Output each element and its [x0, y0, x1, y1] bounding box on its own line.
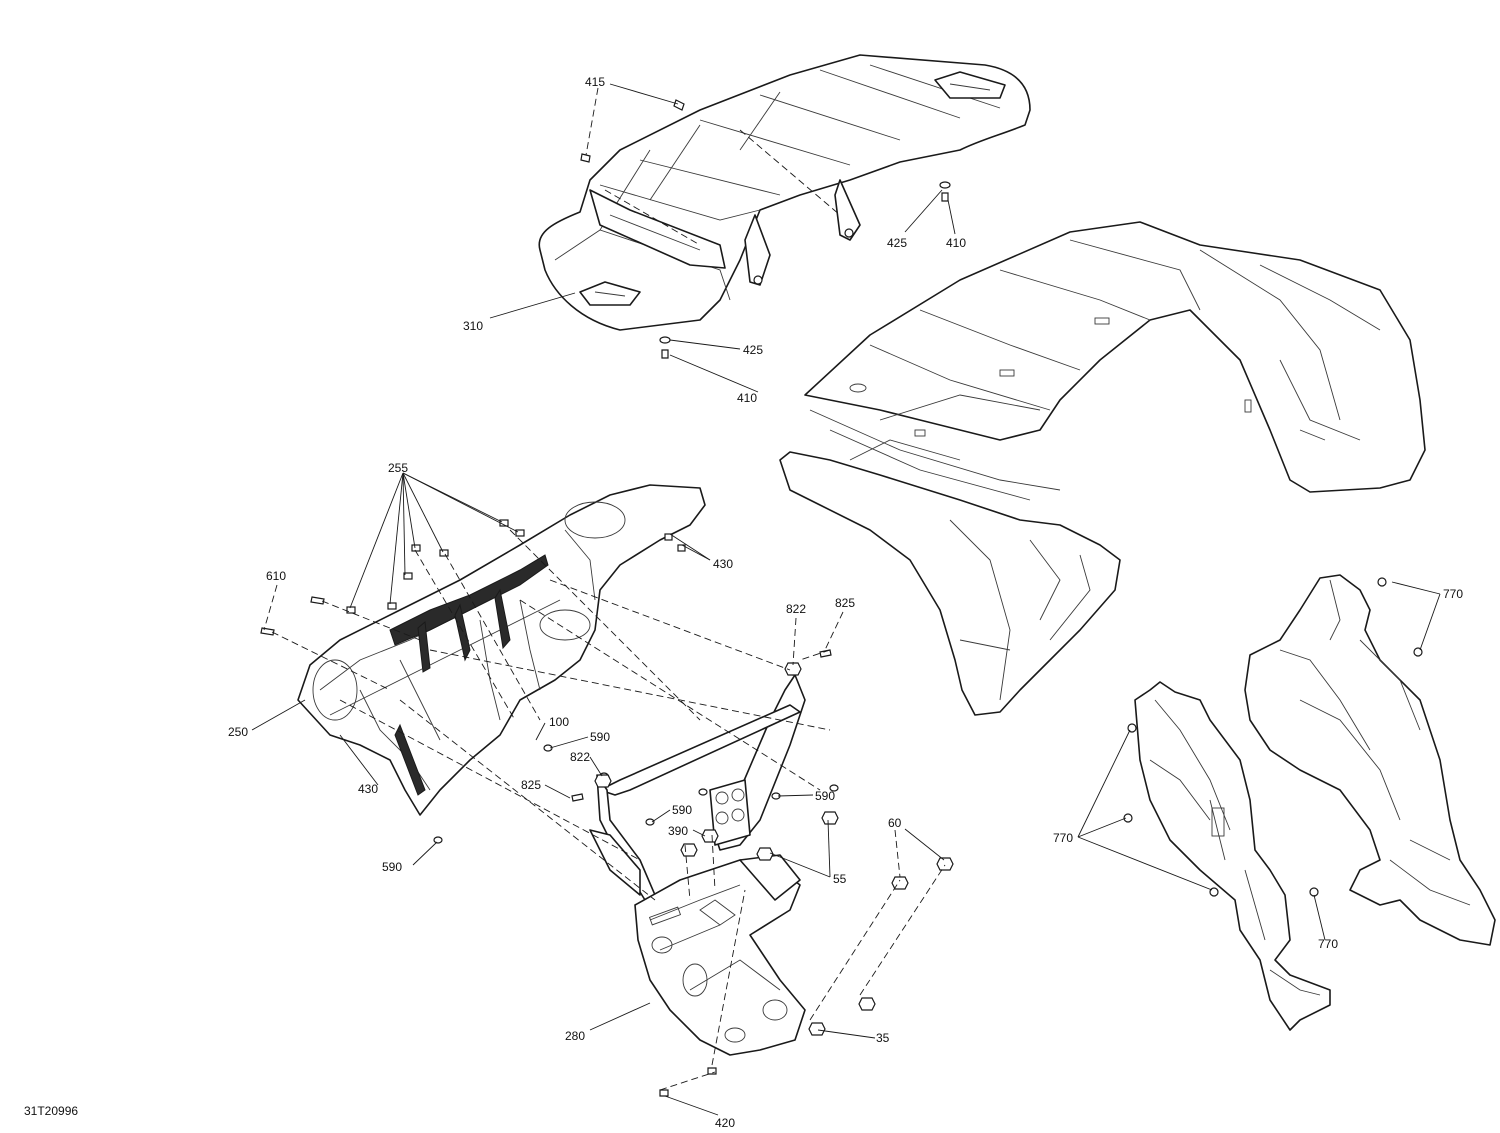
callout-825-lower: 825	[521, 778, 541, 792]
callout-280: 280	[565, 1029, 585, 1043]
callout-825: 825	[835, 596, 855, 610]
figure-id: 31T20996	[24, 1104, 78, 1118]
callout-55: 55	[833, 872, 847, 886]
callout-425-lower: 425	[743, 343, 763, 357]
callout-425: 425	[887, 236, 907, 250]
callout-255: 255	[388, 461, 408, 475]
callout-60: 60	[888, 816, 902, 830]
callout-590-bottom: 590	[382, 860, 402, 874]
callout-430-lower: 430	[358, 782, 378, 796]
skid-plate	[634, 854, 806, 1056]
rear-bumper-assembly	[297, 484, 706, 816]
callout-310: 310	[463, 319, 483, 333]
callout-250: 250	[228, 725, 248, 739]
callout-590: 590	[590, 730, 610, 744]
callout-415: 415	[585, 75, 605, 89]
callout-770: 770	[1443, 587, 1463, 601]
clip-fasteners	[346, 519, 686, 614]
callout-100: 100	[549, 715, 569, 729]
callout-822-lower: 822	[570, 750, 590, 764]
inner-fender-right	[1244, 574, 1496, 946]
callout-430: 430	[713, 557, 733, 571]
callout-35: 35	[876, 1031, 890, 1045]
callout-410: 410	[946, 236, 966, 250]
hitch-hardware	[433, 649, 954, 1097]
callout-770-left: 770	[1053, 831, 1073, 845]
callout-420: 420	[715, 1116, 735, 1130]
leader-lines	[251, 83, 1441, 1116]
rear-fender	[779, 221, 1426, 716]
callout-610: 610	[266, 569, 286, 583]
callout-590-mid: 590	[672, 803, 692, 817]
callout-labels: 415 425 410 310 425 410 255 430 610 822 …	[24, 75, 1463, 1130]
assembly-lines	[339, 529, 946, 1091]
callout-822: 822	[786, 602, 806, 616]
inner-fender-left	[1123, 681, 1331, 1031]
rear-rack	[538, 54, 1031, 331]
callout-590-right: 590	[815, 789, 835, 803]
callout-770-bottom: 770	[1318, 937, 1338, 951]
rack-fasteners	[580, 99, 951, 359]
callout-390: 390	[668, 824, 688, 838]
callout-410-lower: 410	[737, 391, 757, 405]
